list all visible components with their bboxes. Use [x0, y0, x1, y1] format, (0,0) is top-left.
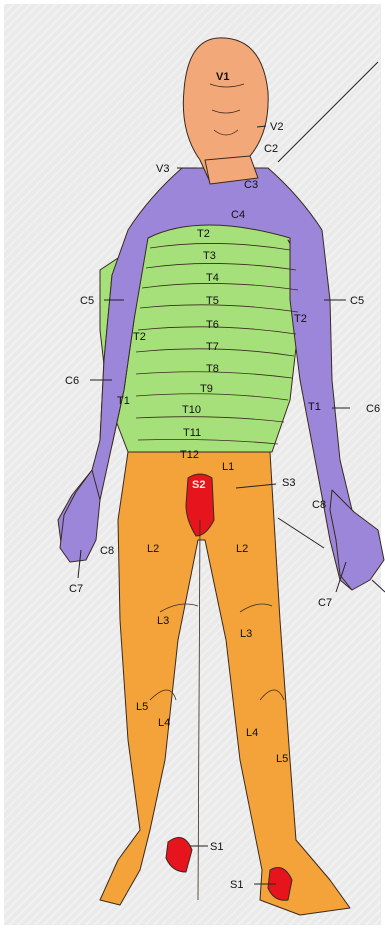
label-l2-left: L2	[147, 543, 159, 555]
label-v3: V3	[156, 163, 169, 175]
left-hand	[60, 470, 100, 562]
label-l2-right: L2	[236, 543, 248, 555]
label-l1: L1	[222, 461, 234, 473]
label-t2: T2	[197, 228, 210, 240]
label-t2-right: T2	[294, 313, 307, 325]
label-t7: T7	[206, 341, 219, 353]
label-c4: C4	[231, 209, 245, 221]
label-s2: S2	[192, 479, 205, 491]
label-t9: T9	[200, 383, 213, 395]
label-s3: S3	[282, 477, 295, 489]
right-hand	[330, 490, 384, 590]
label-l3-left: L3	[157, 615, 169, 627]
label-l5-right: L5	[276, 753, 288, 765]
label-v2: V2	[270, 121, 283, 133]
label-c5-left: C5	[80, 295, 94, 307]
label-t1-right: T1	[308, 401, 321, 413]
label-c8-right: C8	[312, 499, 326, 511]
label-v1: V1	[216, 71, 229, 83]
label-s1-left: S1	[210, 841, 223, 853]
lumbar-region	[100, 452, 350, 915]
label-t11: T11	[183, 427, 201, 439]
label-c6-right: C6	[366, 403, 380, 415]
label-c6-left: C6	[65, 375, 79, 387]
label-t1-left: T1	[117, 395, 130, 407]
label-c7-left: C7	[69, 583, 83, 595]
label-l4-right: L4	[246, 727, 258, 739]
label-t2-left: T2	[133, 331, 146, 343]
sacral-s1-left-foot	[166, 838, 192, 873]
label-l4-left: L4	[158, 717, 170, 729]
label-c2: C2	[264, 143, 278, 155]
label-s1-right: S1	[230, 879, 243, 891]
label-c3: C3	[244, 179, 258, 191]
label-t5: T5	[206, 295, 219, 307]
label-l5-left: L5	[136, 701, 148, 713]
label-c5-right: C5	[350, 295, 364, 307]
label-t10: T10	[182, 404, 201, 416]
label-t12: T12	[180, 449, 199, 461]
label-t8: T8	[206, 363, 219, 375]
label-t4: T4	[206, 272, 219, 284]
label-c8-left: C8	[100, 545, 114, 557]
label-c7-right: C7	[318, 597, 332, 609]
label-l3-right: L3	[240, 628, 252, 640]
label-t6: T6	[206, 319, 219, 331]
label-t3: T3	[203, 250, 216, 262]
